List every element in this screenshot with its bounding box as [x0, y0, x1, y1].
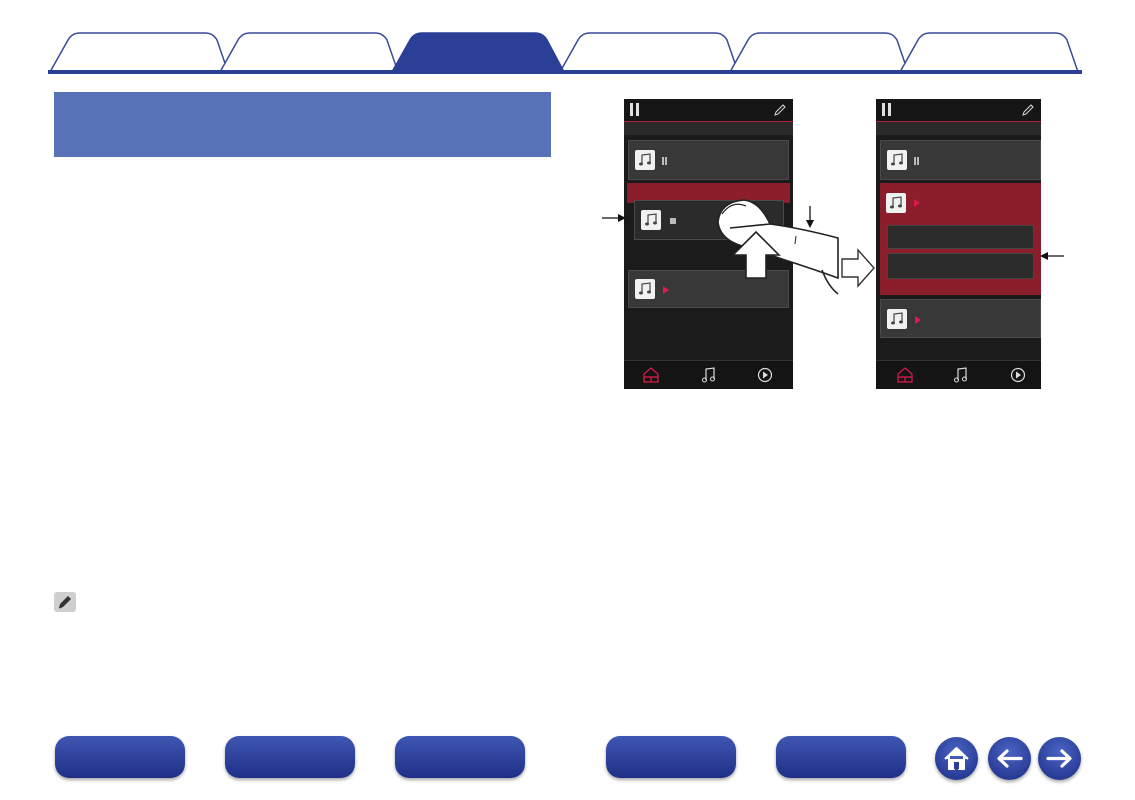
pause-icon: [882, 103, 892, 116]
home-icon: [944, 747, 969, 770]
forward-button[interactable]: [1038, 737, 1081, 780]
footer-button-2[interactable]: [225, 736, 355, 778]
now-playing-icon[interactable]: [756, 366, 774, 384]
pencil-icon: [774, 104, 786, 116]
footer-button-1[interactable]: [55, 736, 185, 778]
pause-icon: [630, 103, 640, 116]
speaker-group[interactable]: [880, 183, 1041, 295]
home-button[interactable]: [935, 737, 978, 780]
group-drop-zone: [627, 183, 790, 203]
music-note-icon: [641, 210, 661, 230]
playing-status-icon: [915, 316, 921, 324]
music-note-icon: [887, 150, 907, 170]
note-pencil-icon: [54, 592, 76, 612]
footer-button-4[interactable]: [606, 736, 736, 778]
music-icon[interactable]: [952, 366, 970, 384]
phone-screen-after: [876, 99, 1041, 389]
tab-6[interactable]: [898, 32, 1080, 73]
group-member-1[interactable]: [887, 225, 1034, 249]
phone-top-bar: [624, 99, 793, 122]
playing-status-icon: [914, 199, 920, 207]
playing-status-icon: [663, 286, 669, 294]
back-button[interactable]: [988, 737, 1031, 780]
arrow-left-icon: [997, 749, 1023, 768]
tab-1[interactable]: [48, 32, 230, 73]
speaker-card-1[interactable]: [628, 140, 789, 180]
paused-status-icon: [914, 157, 919, 165]
music-note-icon: [635, 150, 655, 170]
phone-top-bar: [876, 99, 1041, 122]
now-playing-icon[interactable]: [1009, 366, 1027, 384]
phone-sub-band: [624, 122, 793, 135]
phone-bottom-nav: [624, 360, 793, 389]
speaker-card-3[interactable]: [880, 299, 1041, 338]
tab-underline: [48, 70, 1082, 74]
rooms-icon[interactable]: [642, 366, 660, 384]
tab-4[interactable]: [558, 32, 740, 73]
rooms-icon[interactable]: [896, 366, 914, 384]
callout-arrow-down: [806, 206, 814, 228]
stopped-status-icon: [670, 218, 676, 224]
group-member-2[interactable]: [887, 253, 1034, 279]
footer-button-5[interactable]: [776, 736, 906, 778]
tab-5[interactable]: [728, 32, 910, 73]
music-icon[interactable]: [700, 366, 718, 384]
pencil-icon: [1022, 104, 1034, 116]
tab-2[interactable]: [218, 32, 400, 73]
music-note-icon: [887, 309, 907, 329]
music-note-icon: [886, 193, 906, 213]
paused-status-icon: [662, 157, 667, 165]
callout-arrow-right-side: [1040, 252, 1064, 260]
footer-button-3[interactable]: [395, 736, 525, 778]
transition-arrow-icon: [841, 248, 875, 288]
arrow-right-icon: [1046, 749, 1072, 768]
top-tab-bar: [48, 32, 1082, 74]
phone-sub-band: [876, 122, 1041, 135]
drag-gesture-illustration: [717, 199, 839, 295]
tab-3-active[interactable]: [390, 32, 566, 73]
section-heading: [54, 92, 551, 157]
phone-bottom-nav: [876, 360, 1041, 389]
drag-up-arrow: [731, 230, 781, 279]
music-note-icon: [635, 279, 655, 299]
speaker-card-1[interactable]: [880, 140, 1041, 180]
callout-arrow-left: [602, 214, 626, 222]
